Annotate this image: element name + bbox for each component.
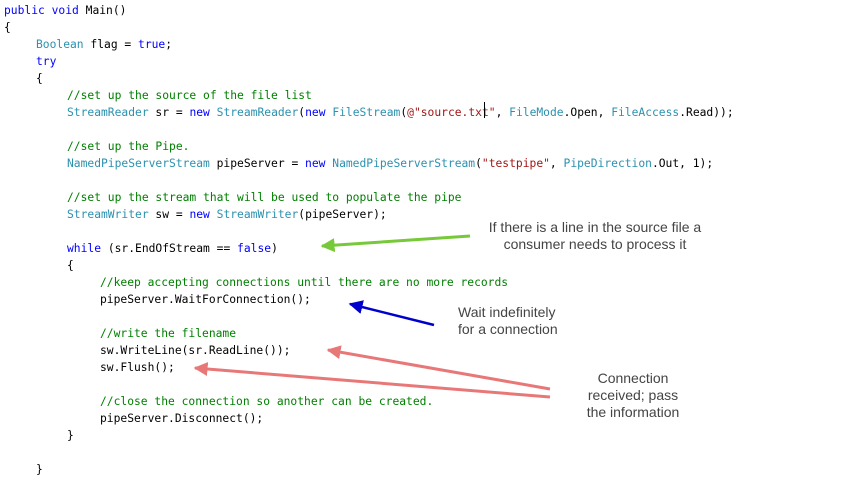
code-token: FileMode bbox=[509, 106, 564, 119]
code-token: try bbox=[36, 55, 57, 68]
code-token: //close the connection so another can be… bbox=[100, 395, 434, 408]
code-token: void bbox=[51, 4, 79, 17]
code-token: new bbox=[305, 157, 326, 170]
code-token: StreamReader bbox=[67, 106, 149, 119]
code-line: //keep accepting connections until there… bbox=[100, 274, 508, 291]
code-token: Main() bbox=[78, 4, 127, 17]
code-token: false bbox=[237, 242, 272, 255]
code-token: while bbox=[67, 242, 102, 255]
arrow-blue-to-waitforconnection bbox=[348, 300, 435, 327]
code-line: { bbox=[4, 19, 11, 36]
code-token: public bbox=[4, 4, 45, 17]
arrow-red-to-writeline bbox=[326, 345, 551, 391]
code-line: { bbox=[36, 70, 43, 87]
code-token: ( bbox=[475, 157, 482, 170]
annotation-received-note: Connection received; pass the informatio… bbox=[586, 370, 680, 420]
code-token: FileStream bbox=[332, 106, 401, 119]
code-token: (sr.EndOfStream == bbox=[101, 242, 238, 255]
code-line: public void Main() bbox=[4, 2, 126, 19]
code-token: sw.WriteLine(sr.ReadLine()); bbox=[100, 344, 291, 357]
code-token: //write the filename bbox=[100, 327, 237, 340]
code-line: StreamReader sr = new StreamReader(new F… bbox=[67, 104, 734, 121]
code-token: true bbox=[138, 38, 166, 51]
code-line: while (sr.EndOfStream == false) bbox=[67, 240, 278, 257]
code-token: sr = bbox=[148, 106, 190, 119]
code-token: .Open, bbox=[563, 106, 612, 119]
code-token: sw.Flush(); bbox=[100, 361, 175, 374]
code-token: pipeServer.WaitForConnection(); bbox=[100, 293, 311, 306]
code-token: ( bbox=[400, 106, 408, 119]
code-token: //set up the Pipe. bbox=[67, 140, 190, 153]
arrow-green-to-while bbox=[320, 234, 471, 253]
code-token: flag = bbox=[83, 38, 139, 51]
code-token: ; bbox=[165, 38, 173, 51]
code-token: StreamWriter bbox=[67, 208, 149, 221]
code-token: } bbox=[67, 429, 74, 442]
code-token: { bbox=[4, 21, 11, 34]
code-token: , bbox=[495, 106, 510, 119]
code-line: //set up the stream that will be used to… bbox=[67, 189, 461, 206]
code-token: //keep accepting connections until there… bbox=[100, 276, 509, 289]
code-token: Boolean bbox=[36, 38, 84, 51]
code-line: //set up the source of the file list bbox=[67, 87, 312, 104]
code-token: .Out, 1); bbox=[651, 157, 714, 170]
annotation-consumer-note: If there is a line in the source file a … bbox=[488, 219, 702, 252]
code-token: (pipeServer); bbox=[298, 208, 387, 221]
code-line: //write the filename bbox=[100, 325, 236, 342]
code-token: new bbox=[189, 208, 210, 221]
code-token: StreamWriter bbox=[216, 208, 299, 221]
code-token: FileAccess bbox=[611, 106, 680, 119]
code-token: , bbox=[549, 157, 564, 170]
code-token: StreamReader bbox=[216, 106, 299, 119]
code-token: @"source.txt" bbox=[407, 106, 496, 119]
code-token: NamedPipeServerStream bbox=[67, 157, 210, 170]
code-token: .Read)); bbox=[679, 106, 734, 119]
code-token: new bbox=[189, 106, 210, 119]
code-line: //set up the Pipe. bbox=[67, 138, 189, 155]
code-token: ) bbox=[271, 242, 278, 255]
text-caret bbox=[484, 102, 485, 118]
code-token: //set up the stream that will be used to… bbox=[67, 191, 462, 204]
code-line: //close the connection so another can be… bbox=[100, 393, 433, 410]
code-line: sw.Flush(); bbox=[100, 359, 175, 376]
code-token: { bbox=[67, 259, 74, 272]
code-line: NamedPipeServerStream pipeServer = new N… bbox=[67, 155, 713, 172]
code-token: //set up the source of the file list bbox=[67, 89, 312, 102]
code-line: { bbox=[67, 257, 74, 274]
code-token: sw = bbox=[148, 208, 190, 221]
code-token: ( bbox=[298, 106, 306, 119]
code-token: PipeDirection bbox=[563, 157, 652, 170]
code-token: NamedPipeServerStream bbox=[332, 157, 476, 170]
code-line: Boolean flag = true; bbox=[36, 36, 172, 53]
code-token: } bbox=[36, 463, 43, 476]
code-line: sw.WriteLine(sr.ReadLine()); bbox=[100, 342, 290, 359]
code-line: StreamWriter sw = new StreamWriter(pipeS… bbox=[67, 206, 387, 223]
arrow-red-to-flush bbox=[193, 362, 551, 399]
code-line: pipeServer.WaitForConnection(); bbox=[100, 291, 311, 308]
code-line: pipeServer.Disconnect(); bbox=[100, 410, 263, 427]
code-line: } bbox=[36, 461, 43, 478]
code-token: new bbox=[305, 106, 326, 119]
code-token: "testpipe" bbox=[481, 157, 550, 170]
code-line: } bbox=[67, 427, 74, 444]
code-token: { bbox=[36, 72, 43, 85]
annotation-wait-note: Wait indefinitely for a connection bbox=[458, 304, 558, 337]
code-token: pipeServer = bbox=[209, 157, 306, 170]
code-token: pipeServer.Disconnect(); bbox=[100, 412, 264, 425]
code-line: try bbox=[36, 53, 56, 70]
